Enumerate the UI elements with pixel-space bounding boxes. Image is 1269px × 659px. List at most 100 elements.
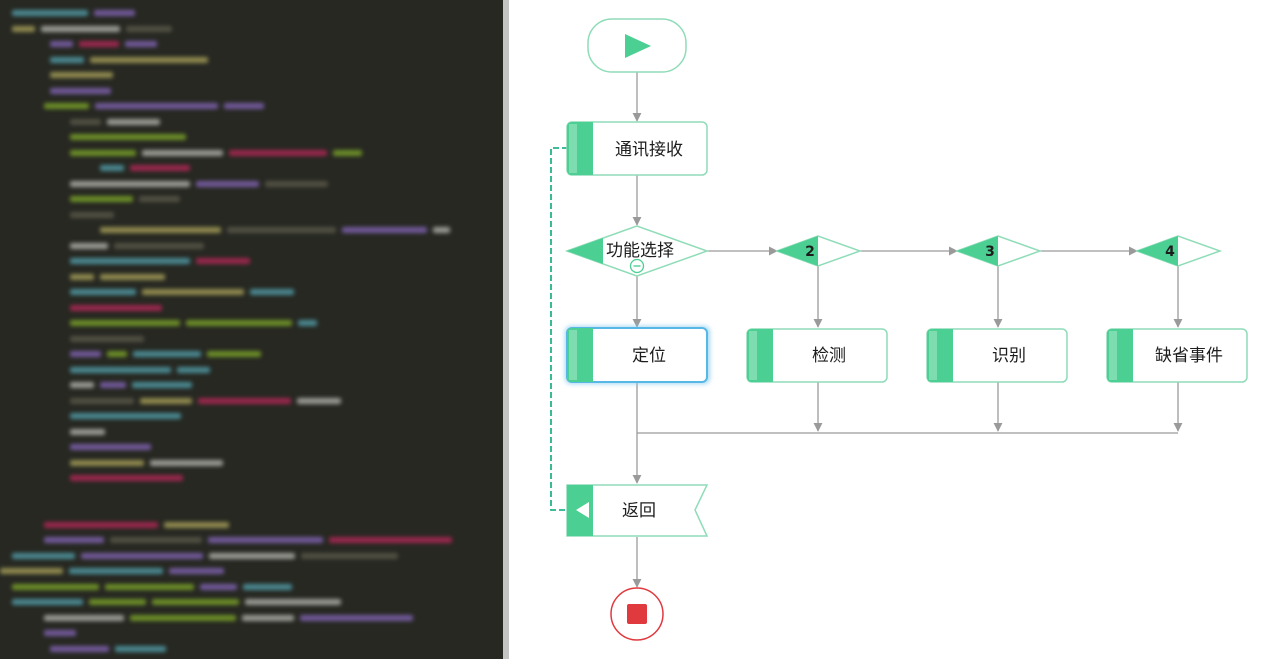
code-token (12, 599, 83, 605)
return-node[interactable]: 返回 (566, 484, 709, 537)
code-token (196, 258, 250, 264)
code-token (70, 273, 94, 280)
code-token (70, 428, 105, 435)
code-token (12, 552, 75, 559)
code-token (70, 444, 151, 450)
code-token (186, 320, 292, 326)
code-token (70, 242, 108, 249)
code-token (44, 103, 89, 109)
code-token (333, 149, 362, 156)
code-token (90, 56, 208, 63)
code-token (169, 568, 224, 574)
code-token (142, 289, 244, 295)
task-node-default-event[interactable]: 缺省事件 (1106, 328, 1248, 383)
code-token (133, 351, 201, 357)
code-token (12, 583, 99, 590)
code-token (79, 41, 119, 47)
code-token (100, 273, 165, 280)
code-editor-panel[interactable] (0, 0, 503, 659)
code-token (130, 165, 190, 171)
code-token (70, 304, 162, 311)
receive-node[interactable]: 通讯接收 (566, 121, 708, 176)
code-token (50, 56, 84, 63)
code-token (70, 459, 144, 466)
code-token (130, 614, 236, 621)
code-token (95, 103, 218, 109)
task-node-detect[interactable]: 检测 (746, 328, 888, 383)
code-token (94, 10, 135, 16)
code-token (342, 227, 427, 233)
task-node-recognize[interactable]: 识别 (926, 328, 1068, 383)
code-token (298, 320, 317, 326)
code-token (177, 366, 210, 373)
code-token (100, 227, 221, 233)
code-token (44, 614, 124, 621)
case-node-4[interactable]: 4 (1134, 235, 1223, 267)
flowchart-canvas: 通讯接收 功能选择 2 3 4 定位 检测 (550, 18, 1248, 641)
code-token (142, 149, 223, 156)
code-token (70, 211, 114, 218)
code-token (200, 583, 237, 590)
code-token (70, 149, 136, 156)
code-token (70, 475, 183, 481)
code-token (70, 118, 101, 125)
case-node-3[interactable]: 3 (954, 235, 1043, 267)
code-token (70, 180, 190, 187)
code-token (196, 180, 259, 187)
code-token (70, 320, 180, 326)
code-token (150, 459, 223, 466)
stop-square-icon (627, 604, 647, 624)
code-token (139, 196, 180, 202)
play-triangle-icon (625, 34, 651, 58)
task-locate-label: 定位 (632, 346, 666, 366)
code-token (50, 41, 73, 47)
code-token (70, 289, 136, 295)
task-default-event-label: 缺省事件 (1155, 346, 1223, 366)
case-node-2[interactable]: 2 (774, 235, 863, 267)
code-token (44, 521, 158, 528)
start-node[interactable] (587, 18, 687, 73)
code-token (224, 103, 264, 109)
code-token (50, 87, 111, 94)
code-token (107, 351, 127, 357)
code-token (70, 258, 190, 264)
return-label: 返回 (622, 501, 656, 521)
code-token (12, 25, 35, 32)
code-token (164, 521, 229, 528)
code-token (105, 583, 194, 590)
select-node[interactable]: 功能选择 (564, 225, 710, 277)
code-token (209, 552, 295, 559)
code-token (70, 397, 134, 404)
code-token (0, 568, 63, 574)
code-token (198, 397, 291, 404)
code-token (50, 72, 113, 78)
task-recognize-label: 识别 (992, 346, 1026, 366)
code-token (301, 552, 398, 559)
code-token (297, 397, 341, 404)
code-token (152, 599, 239, 605)
code-token (114, 242, 204, 249)
code-token (70, 196, 133, 202)
case-2-number: 2 (805, 244, 815, 260)
code-token (69, 568, 163, 574)
code-token (229, 149, 327, 156)
code-token (12, 10, 88, 16)
code-token (126, 25, 172, 32)
code-token (245, 599, 341, 605)
code-token (100, 165, 124, 171)
code-token (140, 397, 192, 404)
loop-back-line (550, 147, 568, 511)
task-node-locate[interactable]: 定位 (565, 326, 710, 384)
code-token (433, 227, 450, 233)
code-token (227, 227, 336, 233)
code-token (70, 366, 171, 373)
code-token (132, 382, 192, 388)
code-token (250, 289, 294, 295)
stop-node[interactable] (610, 587, 664, 641)
code-token (70, 335, 144, 342)
task-detect-label: 检测 (812, 346, 846, 366)
blurred-code-text (0, 0, 503, 659)
panel-splitter[interactable] (503, 0, 509, 659)
code-token (100, 382, 126, 388)
minus-circle-icon[interactable] (629, 258, 645, 274)
